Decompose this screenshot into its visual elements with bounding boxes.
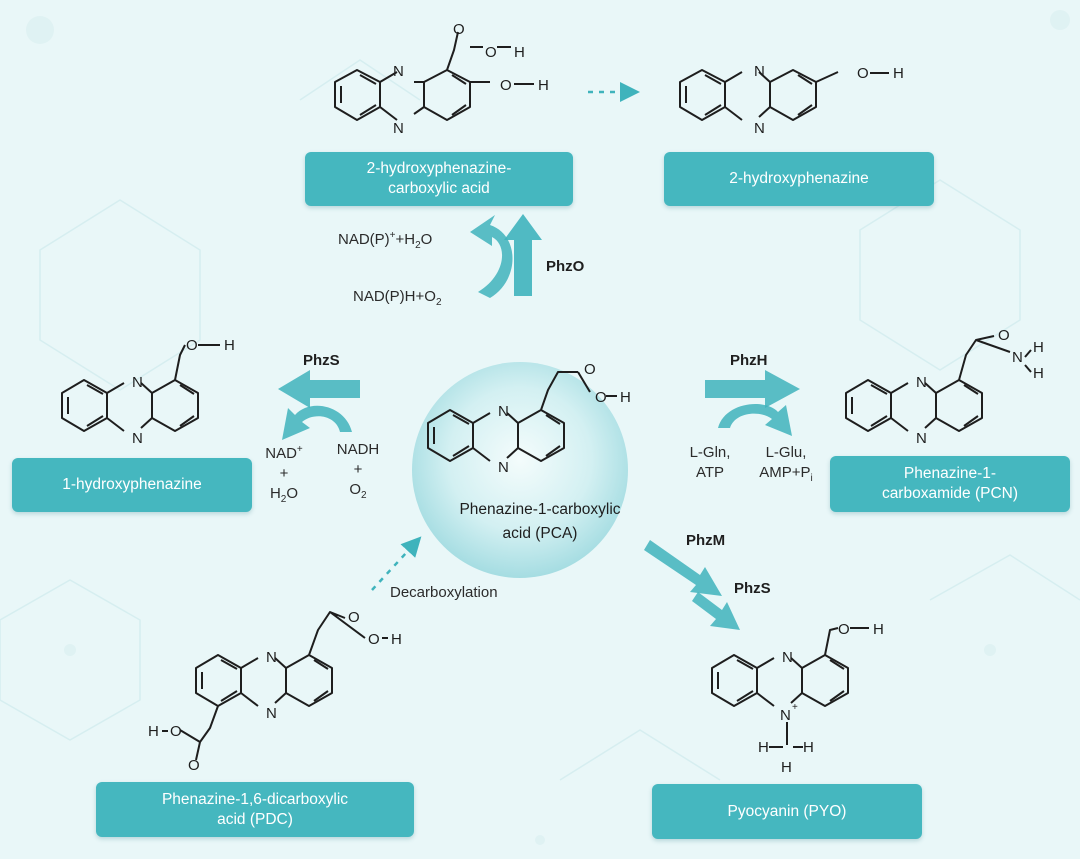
hpca-structure [334, 31, 490, 121]
pca-name-line1: Phenazine-1-carboxylic [459, 501, 621, 518]
pca-structure [427, 371, 591, 462]
atom-o: O [485, 44, 497, 61]
phzh-arrow [705, 370, 800, 408]
phzh-products: L-Glu, AMP+Pi [759, 444, 813, 484]
atom-n: N [498, 403, 509, 420]
atom-n: N [754, 63, 765, 80]
pdc-box: Phenazine-1,6-dicarboxylic acid (PDC) [96, 782, 414, 837]
phzs-substrates: NADH + O2 [336, 441, 380, 501]
phzh-curved-arrow [718, 404, 792, 436]
enzyme-phzs-right: PhzS [734, 580, 771, 597]
phzs-left-curved-arrow [282, 405, 352, 440]
atom-n: N [782, 649, 793, 666]
atom-n: N [780, 707, 791, 724]
atom-h: H [1033, 339, 1044, 356]
atom-h: H [1033, 365, 1044, 382]
ohp-label: 1-hydroxyphenazine [62, 476, 202, 493]
atom-h: H [391, 631, 402, 648]
atom-o: O [188, 757, 200, 774]
atom-o: O [584, 361, 596, 378]
phzs-right-arrow [692, 592, 740, 630]
atom-h: H [803, 739, 814, 756]
hpca-label-line2: carboxylic acid [388, 180, 490, 197]
pyo-box: Pyocyanin (PYO) [652, 784, 922, 839]
pcn-label-line2: carboxamide (PCN) [881, 485, 1019, 502]
pcn-structure [845, 335, 1011, 432]
atom-h: H [148, 723, 159, 740]
atom-h: H [758, 739, 769, 756]
atom-o: O [857, 65, 869, 82]
atom-h: H [224, 337, 235, 354]
atom-n: N [393, 120, 404, 137]
phzo-curved-arrow [470, 215, 513, 298]
atom-n: N [1012, 349, 1023, 366]
atom-o: O [348, 609, 360, 626]
atom-h: H [893, 65, 904, 82]
enzyme-phzs-left: PhzS [303, 352, 340, 369]
pca-name: Phenazine-1-carboxylic acid (PCA) [420, 498, 660, 546]
atom-n: N [916, 374, 927, 391]
pdc-structure [179, 611, 366, 761]
atom-h: H [873, 621, 884, 638]
ohp-box: 1-hydroxyphenazine [12, 458, 252, 512]
atom-o: O [186, 337, 198, 354]
hpca-label-line1: 2-hydroxyphenazine- [366, 160, 512, 177]
atom-o: O [838, 621, 850, 638]
atom-n: N [132, 374, 143, 391]
pyo-structure [711, 627, 849, 745]
atom-n: N [266, 705, 277, 722]
pca-center-circle [412, 362, 628, 578]
pcn-label-line1: Phenazine-1- [903, 465, 997, 482]
atom-n: N [393, 63, 404, 80]
enzyme-phzh: PhzH [730, 352, 768, 369]
atom-n: N [754, 120, 765, 137]
phzs-products: NAD+ + H2O [265, 444, 303, 505]
atom-h: H [781, 759, 792, 776]
phzs-left-arrow [278, 370, 360, 408]
phzm-arrow [644, 540, 722, 596]
phzo-products: NAD(P)++H2O [338, 230, 433, 251]
hp-label: 2-hydroxyphenazine [729, 170, 869, 187]
pdc-label-line2: acid (PDC) [217, 810, 293, 828]
atom-o: O [595, 389, 607, 406]
atom-n: N [498, 459, 509, 476]
phzo-substrates: NAD(P)H+O2 [353, 288, 442, 308]
phzo-arrow [504, 214, 542, 296]
pca-name-line2: acid (PCA) [502, 525, 578, 542]
atom-n: N [266, 649, 277, 666]
atom-o: O [453, 21, 465, 38]
atom-h: H [538, 77, 549, 94]
atom-h: H [514, 44, 525, 61]
atom-o: O [170, 723, 182, 740]
atom-n: N [132, 430, 143, 447]
enzyme-phzm: PhzM [686, 532, 726, 549]
atom-o: O [500, 77, 512, 94]
ohp-structure [61, 344, 199, 432]
phzh-substrates: L-Gln, ATP [689, 444, 731, 481]
hp-structure [679, 69, 839, 121]
pyo-label: Pyocyanin (PYO) [727, 802, 847, 820]
atom-h: H [620, 389, 631, 406]
atom-o: O [998, 327, 1010, 344]
atom-n: N [916, 430, 927, 447]
dashed-arrow-decarboxylation [371, 536, 422, 591]
enzyme-phzo: PhzO [546, 258, 585, 275]
pdc-label-line1: Phenazine-1,6-dicarboxylic [161, 790, 349, 808]
hp-box: 2-hydroxyphenazine [664, 152, 934, 206]
pcn-box: Phenazine-1- carboxamide (PCN) [830, 456, 1070, 512]
atom-o: O [368, 631, 380, 648]
hpca-box: 2-hydroxyphenazine- carboxylic acid [305, 152, 573, 206]
atom-charge: + [792, 702, 798, 713]
decarboxylation-label: Decarboxylation [390, 584, 498, 601]
